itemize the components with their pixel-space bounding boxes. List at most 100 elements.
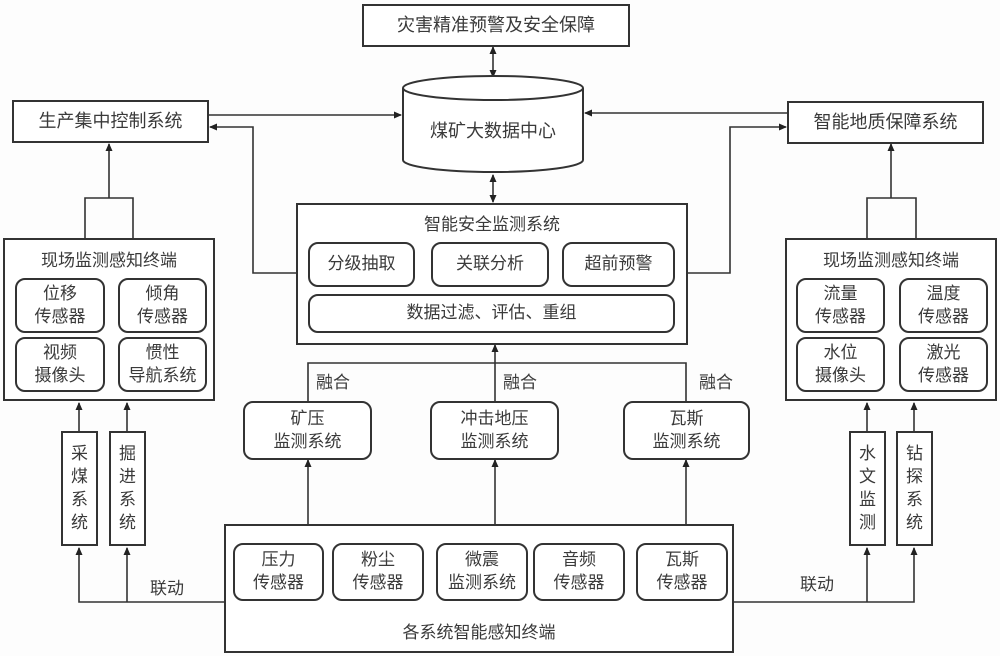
tunneling-system: 掘 进 系 统 [109,431,146,546]
item-line2: 摄像头 [815,365,866,386]
char: 测 [859,512,876,533]
inertial-navigation: 惯性 导航系统 [118,337,207,392]
item-line2: 监测系统 [652,431,721,452]
item-line1: 倾角 [145,283,180,304]
gas-monitor: 瓦斯 监测系统 [623,401,750,460]
fusion-label-center: 融合 [503,373,537,393]
dust-sensor: 粉尘 传感器 [332,543,424,601]
linkage-right-line [733,547,918,603]
laser-sensor: 激光 传感器 [899,337,988,392]
fusion-label-left: 融合 [316,373,350,393]
geological-assurance-system-box: 智能地质保障系统 [787,101,984,144]
item-line1: 激光 [926,342,961,363]
module-label: 关联分析 [456,254,524,274]
char: 统 [906,512,923,533]
item-line1: 微震 [465,550,499,570]
linkage-left-line [75,547,224,603]
char: 统 [71,512,88,533]
microseismic-system: 微震 监测系统 [436,543,528,601]
char: 监 [859,489,876,510]
item-line2: 摄像头 [34,365,86,386]
data-center-cylinder-top [402,75,584,101]
item-line1: 压力 [261,550,296,570]
module-data-processing: 数据过滤、评估、重组 [308,294,675,333]
fusion-line [307,362,687,402]
item-line2: 传感器 [553,573,605,593]
right-terminal-title: 现场监测感知终端 [823,251,959,271]
audio-sensor: 音频 传感器 [533,543,625,601]
production-control-system-box: 生产集中控制系统 [12,100,209,143]
module-hierarchical-extraction: 分级抽取 [308,242,415,287]
module-label: 数据过滤、评估、重组 [406,303,577,323]
item-line1: 矿压 [290,408,325,429]
production-control-system-label: 生产集中控制系统 [38,110,183,132]
item-line2: 监测系统 [460,431,529,452]
module-correlation-analysis: 关联分析 [431,242,549,287]
module-label: 分级抽取 [327,254,396,274]
inclination-sensor: 倾角 传感器 [118,278,207,333]
item-line2: 传感器 [815,306,866,327]
displacement-sensor: 位移 传感器 [15,278,105,333]
safety-monitoring-title: 智能安全监测系统 [424,215,560,235]
item-line2: 监测系统 [273,431,342,452]
drilling-system: 钻 探 系 统 [896,431,933,546]
fusion-label-right: 融合 [699,373,733,393]
connector-right-terminal [866,197,917,239]
item-line1: 惯性 [145,342,180,363]
item-line1: 位移 [43,283,77,304]
linkage-label-right: 联动 [800,575,834,595]
char: 煤 [71,466,88,487]
coal-mining-system: 采 煤 系 统 [61,431,98,546]
disaster-warning-label: 灾害精准预警及安全保障 [397,14,595,36]
hydrology-monitoring: 水 文 监 测 [849,431,886,546]
item-line2: 监测系统 [448,573,516,593]
geological-assurance-system-label: 智能地质保障系统 [813,111,958,133]
gas-sensor: 瓦斯 传感器 [636,543,728,601]
item-line2: 传感器 [918,365,969,386]
item-line2: 传感器 [656,573,708,593]
char: 掘 [119,443,136,464]
left-field-terminal: 现场监测感知终端 位移 传感器 倾角 传感器 视频 摄像头 惯性 导航系统 [3,238,215,401]
item-line1: 粉尘 [361,550,395,570]
module-advance-warning: 超前预警 [562,242,675,287]
mine-pressure-monitor: 矿压 监测系统 [243,401,372,460]
left-terminal-title: 现场监测感知终端 [41,251,177,271]
item-line2: 传感器 [253,573,304,593]
flow-sensor: 流量 传感器 [796,278,885,333]
data-center-cylinder [402,88,584,173]
item-line2: 导航系统 [128,365,197,386]
connector-left-terminal [84,197,134,239]
item-line2: 传感器 [918,306,969,327]
item-line1: 温度 [926,283,961,304]
item-line2: 传感器 [352,573,404,593]
safety-monitoring-system: 智能安全监测系统 分级抽取 关联分析 超前预警 数据过滤、评估、重组 [296,203,688,345]
video-camera: 视频 摄像头 [15,337,105,392]
module-label: 超前预警 [584,254,653,274]
char: 文 [859,466,876,487]
item-line1: 流量 [823,283,858,304]
temperature-sensor: 温度 传感器 [899,278,988,333]
water-level-camera: 水位 摄像头 [796,337,885,392]
item-line2: 传感器 [34,306,86,327]
item-line2: 传感器 [137,306,188,327]
char: 采 [71,443,88,464]
item-line1: 冲击地压 [460,408,529,429]
rockburst-monitor: 冲击地压 监测系统 [430,401,559,460]
system-intelligent-terminal: 压力 传感器 粉尘 传感器 微震 监测系统 音频 传感器 瓦斯 传感器 各系统智… [224,524,734,653]
item-line1: 音频 [562,550,596,570]
item-line1: 水位 [823,342,858,363]
arrow-safety-right-system [688,123,787,274]
char: 水 [859,443,876,464]
right-field-terminal: 现场监测感知终端 流量 传感器 温度 传感器 水位 摄像头 激光 传感器 [785,238,997,401]
char: 系 [119,489,136,510]
disaster-warning-box: 灾害精准预警及安全保障 [362,4,630,47]
char: 探 [906,466,923,487]
item-line1: 视频 [43,342,77,363]
char: 系 [906,489,923,510]
data-center-label: 煤矿大数据中心 [430,121,556,142]
char: 钻 [906,443,923,464]
char: 统 [119,512,136,533]
char: 进 [119,466,136,487]
item-line1: 瓦斯 [665,550,699,570]
